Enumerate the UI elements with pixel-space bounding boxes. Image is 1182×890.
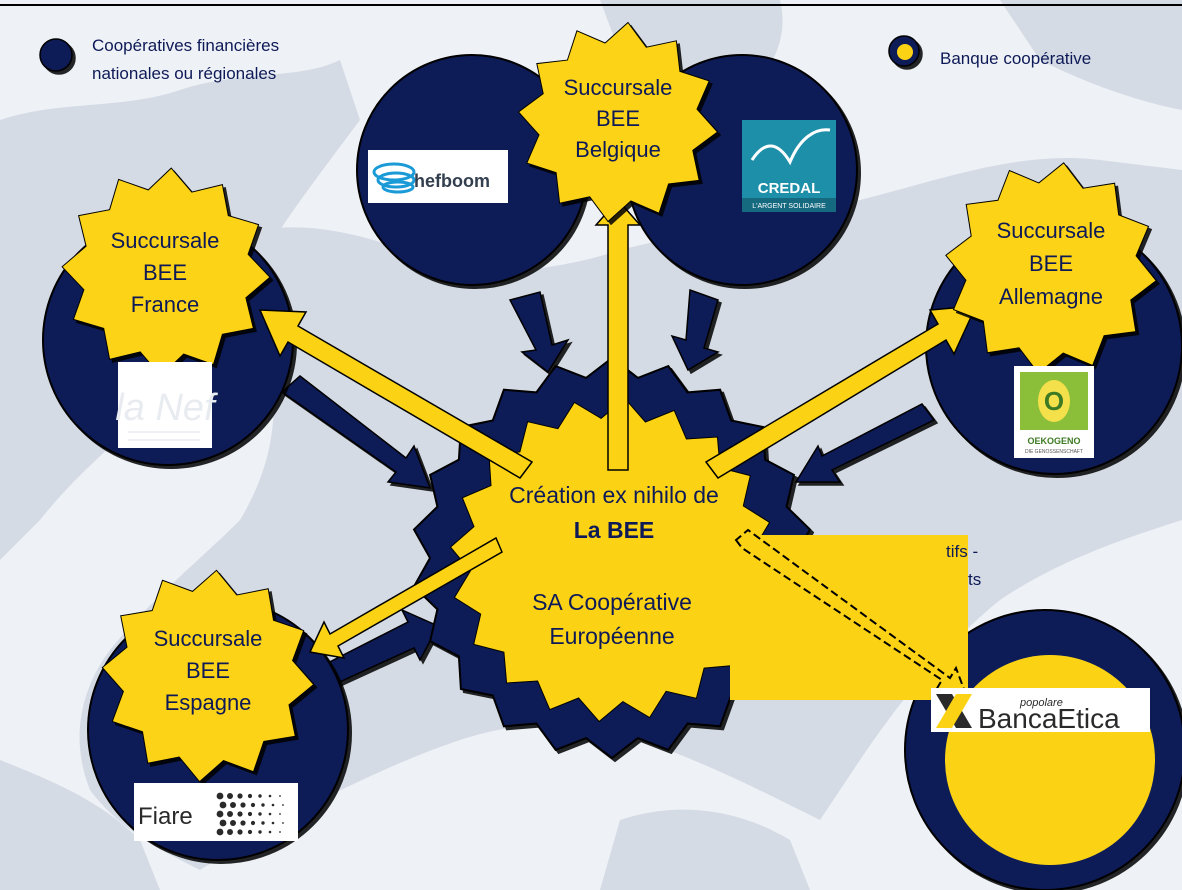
fiare-dot xyxy=(268,794,272,798)
oekogeno-tagline: DIE GENOSSENSCHAFT xyxy=(1025,449,1083,455)
oekogeno-o-icon: O xyxy=(1044,386,1064,416)
branch-belgique-line1: Succursale xyxy=(564,75,673,100)
branch-label-espagne: Succursale BEE Espagne xyxy=(154,626,263,715)
fiare-wordmark: Fiare xyxy=(138,803,193,830)
partial-label-line2: ts xyxy=(968,570,981,589)
credal-wing-icon xyxy=(750,128,831,166)
branch-espagne-line1: Succursale xyxy=(154,626,263,651)
fiare-dot xyxy=(247,811,253,817)
arrow-center-to-allemagne xyxy=(704,305,978,479)
fiare-dot xyxy=(219,819,227,827)
fiare-dot xyxy=(237,793,243,799)
fiare-dot xyxy=(258,794,262,798)
fiare-dot xyxy=(250,820,256,826)
center-line4: Européenne xyxy=(549,623,674,649)
fiare-dot xyxy=(271,821,275,825)
logo-credal: CREDAL L'ARGENT SOLIDAIRE xyxy=(742,120,836,212)
fiare-dot xyxy=(237,811,243,817)
fiare-dot xyxy=(247,829,253,835)
logo-oekogeno: O OEKOGENO DIE GENOSSENSCHAFT xyxy=(1014,366,1094,458)
fiare-dot xyxy=(268,830,272,834)
logo-bancaetica: popolare BancaEtica xyxy=(931,688,1150,734)
branch-star-belgique xyxy=(517,21,719,223)
fiare-dot xyxy=(258,830,262,834)
branch-belgique-line2: BEE xyxy=(596,106,640,131)
arrow-lanef-to-center xyxy=(280,375,432,489)
credal-tagline: L'ARGENT SOLIDAIRE xyxy=(752,203,826,210)
center-line3: SA Coopérative xyxy=(532,589,692,615)
branch-label-france: Succursale BEE France xyxy=(111,228,220,317)
fiare-dot xyxy=(271,803,275,807)
arrow-oekogeno-to-center xyxy=(794,403,936,483)
legend-bank-icon-core xyxy=(897,44,913,60)
branch-label-allemagne: Succursale BEE Allemagne xyxy=(997,218,1106,309)
arrow-center-to-france xyxy=(258,309,534,479)
outflow-arrows xyxy=(258,198,978,702)
arrow-center-to-espagne xyxy=(308,536,503,659)
fiare-dot xyxy=(250,802,256,808)
partial-label-line1: tifs - xyxy=(946,542,978,561)
fiare-dot xyxy=(247,793,253,799)
fiare-dots-icon xyxy=(216,792,284,836)
fiare-dot xyxy=(219,801,227,809)
branch-allemagne-line3: Allemagne xyxy=(999,284,1103,309)
fiare-dot xyxy=(227,811,233,817)
branch-france-line2: BEE xyxy=(143,260,187,285)
branch-allemagne-line2: BEE xyxy=(1029,251,1073,276)
fiare-dot xyxy=(261,821,265,825)
branch-allemagne-line1: Succursale xyxy=(997,218,1106,243)
branch-france-line1: Succursale xyxy=(111,228,220,253)
branch-star-espagne xyxy=(101,569,315,783)
fiare-dot xyxy=(230,820,236,826)
fiare-dot xyxy=(240,820,246,826)
legend-cooperatives-line1: Coopératives financières xyxy=(92,36,279,55)
fiare-dot xyxy=(279,795,281,797)
fiare-dot xyxy=(227,793,233,799)
branch-belgique-line3: Belgique xyxy=(575,137,661,162)
credal-wordmark: CREDAL xyxy=(758,180,821,197)
center-gold-star xyxy=(449,397,775,723)
bancaetica-mark-icon xyxy=(936,694,972,728)
fiare-dot xyxy=(237,829,243,835)
branch-espagne-line2: BEE xyxy=(186,658,230,683)
bancaetica-wordmark: BancaEtica xyxy=(978,703,1120,734)
branch-france-line3: France xyxy=(131,292,199,317)
fiare-dot xyxy=(216,828,224,836)
branch-espagne-line3: Espagne xyxy=(165,690,252,715)
legend-bank-label: Banque coopérative xyxy=(940,49,1091,68)
bancaetica-small-text: popolare xyxy=(1019,697,1063,709)
fiare-dot xyxy=(279,831,281,833)
center-line1: Création ex nihilo de xyxy=(509,482,719,508)
fiare-dot xyxy=(282,822,284,824)
oekogeno-wordmark: OEKOGENO xyxy=(1027,436,1080,446)
fiare-dot xyxy=(279,813,281,815)
hefboom-wordmark: hefboom xyxy=(414,171,490,191)
legend-cooperative-icon xyxy=(39,38,73,72)
fiare-dot xyxy=(216,810,224,818)
hefboom-swirl-icon xyxy=(372,162,416,194)
fiare-dot xyxy=(261,803,265,807)
arrow-center-to-belgique xyxy=(594,198,642,471)
logo-hefboom: hefboom xyxy=(368,150,508,203)
logo-fiare: Fiare xyxy=(134,783,298,841)
arrow-credal-to-center xyxy=(670,288,720,372)
fiare-dot xyxy=(240,802,246,808)
logo-lanef: la Nef xyxy=(115,362,218,448)
arrow-hefboom-to-center xyxy=(508,291,570,374)
branch-label-belgique: Succursale BEE Belgique xyxy=(564,75,673,162)
fiare-dot xyxy=(268,812,272,816)
legend: Coopératives financières nationales ou r… xyxy=(39,35,1091,83)
fiare-dot xyxy=(230,802,236,808)
center-label: Création ex nihilo de La BEE SA Coopérat… xyxy=(509,482,719,649)
center-line2: La BEE xyxy=(574,517,655,543)
fiare-dot xyxy=(216,792,224,800)
legend-cooperatives-line2: nationales ou régionales xyxy=(92,64,276,83)
fiare-dot xyxy=(227,829,233,835)
fiare-dot xyxy=(282,804,284,806)
fiare-dot xyxy=(258,812,262,816)
lanef-wordmark: la Nef xyxy=(115,387,218,429)
